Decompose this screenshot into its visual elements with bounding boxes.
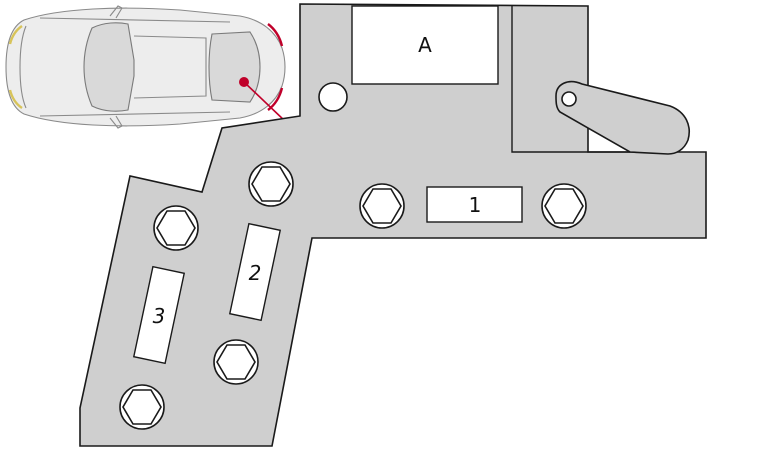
car-windshield bbox=[83, 22, 135, 112]
location-dot-icon bbox=[239, 77, 249, 87]
bracket-hole bbox=[561, 91, 577, 107]
component-a: A bbox=[351, 5, 499, 85]
car-head-light-top bbox=[8, 25, 23, 45]
hex-nut-icon bbox=[541, 183, 587, 229]
component-3-box bbox=[132, 265, 186, 365]
component-3: 3 bbox=[132, 265, 186, 365]
car-mirror-bottom bbox=[109, 115, 123, 129]
component-2: 2 bbox=[228, 222, 282, 322]
component-2-box bbox=[228, 222, 282, 322]
hex-nut-icon bbox=[213, 339, 259, 385]
car-top-view-icon bbox=[5, 5, 287, 129]
car-hood-line bbox=[19, 25, 27, 109]
car-side-line-top bbox=[39, 17, 231, 23]
plate-round-hole bbox=[318, 82, 348, 112]
component-3-label: 3 bbox=[153, 304, 166, 328]
car-roof bbox=[133, 35, 207, 99]
location-leader-line bbox=[243, 81, 287, 123]
component-a-box bbox=[351, 5, 499, 85]
hex-nut-icon bbox=[359, 183, 405, 229]
hex-nut-icon bbox=[153, 205, 199, 251]
component-a-label: A bbox=[418, 33, 432, 57]
car-rear-window bbox=[208, 31, 261, 103]
car-tail-light-bottom bbox=[267, 87, 284, 111]
car-tail-light-top bbox=[267, 23, 284, 47]
hex-nut-icon bbox=[119, 384, 165, 430]
component-1-box bbox=[426, 186, 523, 223]
bracket-arm bbox=[555, 80, 690, 155]
car-mirror-top bbox=[109, 5, 123, 19]
component-1: 1 bbox=[426, 186, 523, 223]
plate-inner-section bbox=[511, 6, 630, 153]
component-1-label: 1 bbox=[469, 193, 482, 217]
component-2-label: 2 bbox=[249, 261, 262, 285]
car-side-line-bottom bbox=[39, 111, 231, 117]
car-head-light-bottom bbox=[8, 89, 23, 109]
hex-nut-icon bbox=[248, 161, 294, 207]
